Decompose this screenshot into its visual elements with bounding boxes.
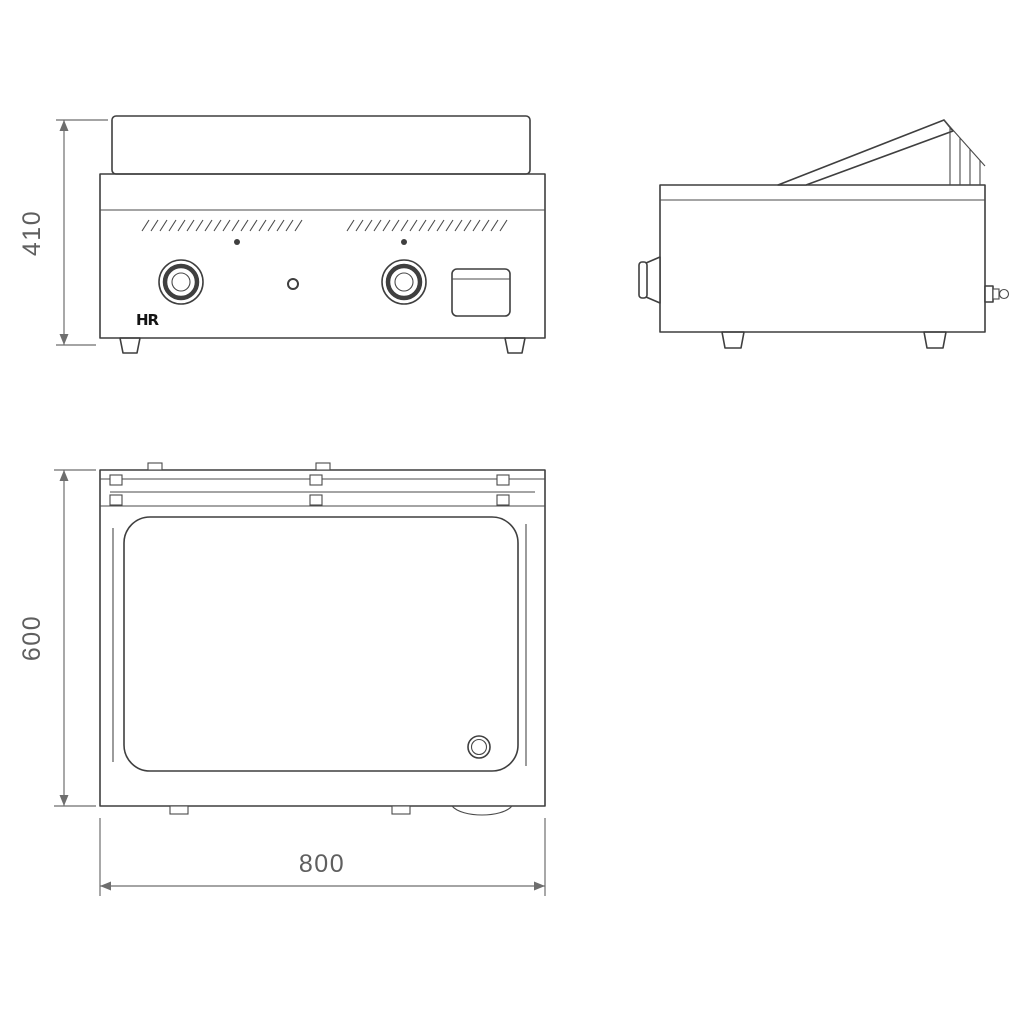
drip-tray-top [451, 805, 513, 816]
control-knob-left [158, 259, 204, 305]
rear-tab-right [315, 462, 331, 471]
channel-clip-left [109, 474, 123, 506]
top-foot-right [391, 805, 411, 815]
screw-left [234, 239, 240, 245]
depth-dimension-label: 600 [18, 615, 46, 661]
vent-slots-left [141, 219, 303, 232]
drip-tray-front [451, 268, 511, 317]
width-dimension-label: 800 [299, 850, 345, 878]
griddle-plate-front [111, 115, 531, 175]
width-dimension: 800 [99, 818, 546, 896]
side-view [638, 119, 1010, 349]
channel-clip-right [496, 474, 510, 506]
pilot-light [287, 278, 299, 290]
brand-logo-text: HR [136, 311, 160, 329]
griddle-plate-top [112, 516, 527, 772]
gas-connection [984, 285, 1010, 303]
front-foot-left [119, 337, 141, 354]
top-view [99, 462, 546, 816]
vent-slots-right [346, 219, 508, 232]
rear-channel [100, 462, 545, 507]
appliance-body-front [99, 173, 546, 339]
depth-dimension: 600 [18, 469, 96, 807]
screw-right [401, 239, 407, 245]
top-body-outline [99, 469, 546, 807]
splash-guard [777, 119, 986, 186]
side-foot-right [923, 331, 947, 349]
height-dimension-label: 410 [18, 210, 46, 256]
front-foot-right [504, 337, 526, 354]
height-dimension: 410 [18, 119, 108, 346]
front-view: HR [99, 115, 546, 354]
grease-drain-hole [467, 735, 491, 759]
rear-tab-left [147, 462, 163, 471]
side-control-knob [638, 256, 661, 304]
top-foot-left [169, 805, 189, 815]
appliance-body-side [659, 184, 986, 333]
side-foot-left [721, 331, 745, 349]
channel-clip-center [309, 474, 323, 506]
control-knob-right [381, 259, 427, 305]
